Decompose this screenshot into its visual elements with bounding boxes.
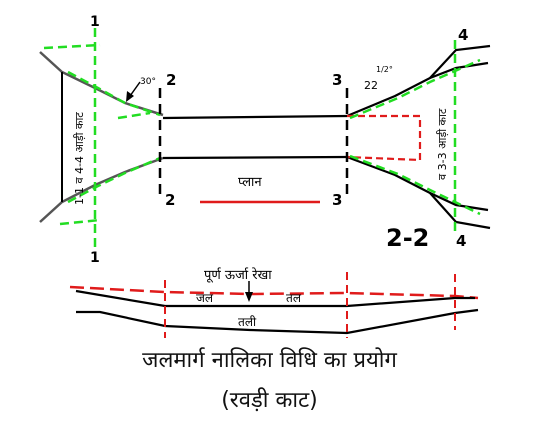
right-upper-outer [429,44,491,79]
angle-right-label: 22 [364,79,378,92]
section-markers [164,272,456,338]
water-surface-line [75,289,475,308]
exit-red-outline [346,114,422,162]
throat-upper-line [162,114,348,120]
section-number-1-bottom: 1 [90,250,100,266]
green-section-lines [43,28,481,248]
caption-title: जलमार्ग नालिका विधि का प्रयोग [142,348,397,373]
section-number-2-bottom: 2 [165,191,175,209]
throat-lower-line [162,155,348,160]
energy-line-label: पूर्ण ऊर्जा रेखा [204,267,272,283]
section-number-3-bottom: 3 [332,191,342,209]
water-label-2: तल [286,291,302,305]
bed-label: तली [238,315,257,329]
section-number-1-top: 1 [90,14,100,30]
angle-right-fraction: 1/2° [376,65,393,74]
caption-subtitle: (रवड़ी काट) [221,388,318,413]
section-2-2-label: 2-2 [386,224,429,252]
plan-label: प्लान [238,175,262,190]
angle-arrow-left-head [126,91,134,102]
section-number-2-top: 2 [166,71,176,89]
angle-arrow-left [129,81,141,97]
section-number-4-bottom: 4 [456,232,466,250]
water-label-1: जल [196,291,214,305]
side-label-right: व 3-3 आड़ी काट [436,108,449,180]
side-label-left: 1-1 व 4-4 आड़ी काट [73,112,86,205]
energy-line [69,285,479,300]
black-section-lines [158,88,349,198]
angle-left-label: 30° [140,77,156,87]
plan-view: 1 1 2 2 3 3 4 4 1-1 व 4-4 आड़ी काट व 3-3… [39,14,491,266]
bed-line [76,308,479,335]
energy-arrow-head [245,292,253,302]
section-number-3-top: 3 [332,71,342,89]
longitudinal-section: पूर्ण ऊर्जा रेखा जल तल तली [69,267,479,338]
section-number-4-top: 4 [458,26,468,44]
left-lower-bank [39,156,164,223]
